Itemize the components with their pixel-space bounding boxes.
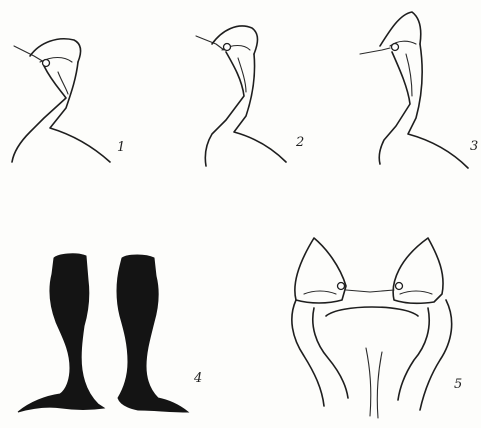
panel-4-label: 4 [194,372,202,385]
head-and-neck-outline-icon [320,0,481,200]
paired-silhouette-legs-icon [0,240,240,428]
panel-1-label: 1 [117,141,125,154]
panel-5: 5 [270,228,481,428]
head-and-neck-outline-icon [160,0,320,200]
head-and-neck-outline-icon [0,0,160,200]
panel-2-label: 2 [296,136,304,149]
panel-3: 3 [320,0,481,200]
two-heads-joined-outline-icon [270,228,481,428]
panel-5-label: 5 [454,378,462,391]
panel-3-label: 3 [470,140,478,153]
panel-2: 2 [160,0,320,200]
panel-1: 1 [0,0,160,200]
panel-4: 4 [0,240,240,428]
